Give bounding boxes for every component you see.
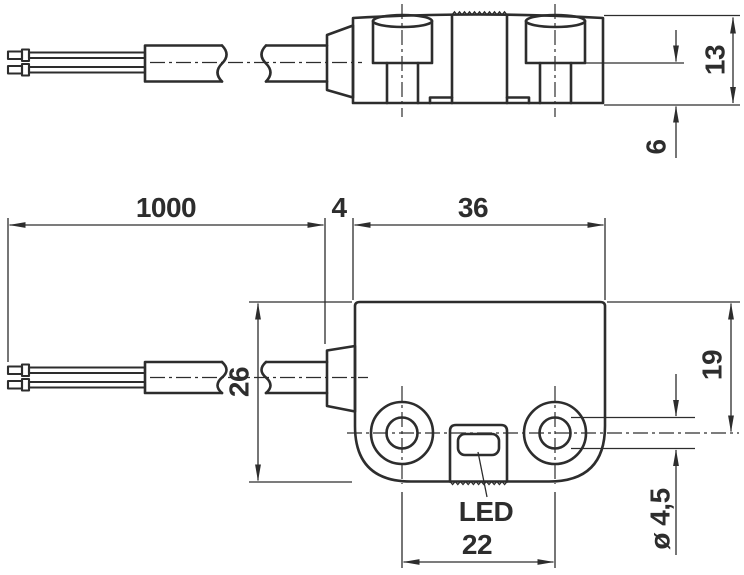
dim-step-height: 6 [586, 30, 684, 158]
front-cable [6, 344, 368, 413]
dim-cable-length: 1000 [7, 192, 326, 362]
knurl-bottom [449, 480, 508, 486]
wire-end-pin [6, 379, 24, 390]
wire [27, 51, 147, 60]
dim-label: 22 [462, 529, 492, 560]
dim-strain-relief: 4 [331, 192, 354, 300]
dim-hole-offset: 19 [607, 301, 740, 433]
dim-body-height: 26 [223, 301, 352, 483]
led-tab [448, 423, 509, 483]
cable-jacket [264, 360, 329, 395]
wire-end-pin [6, 64, 24, 75]
dim-body-thickness: 13 [604, 14, 740, 106]
led-window [456, 432, 501, 457]
dim-label: 1000 [136, 192, 196, 223]
strain-relief [325, 24, 355, 99]
screw-boss [524, 4, 587, 117]
dim-label: ø 4,5 [644, 488, 675, 549]
cable-jacket [264, 44, 329, 83]
through-hole [538, 61, 573, 105]
knurl-top [451, 10, 508, 16]
through-hole [385, 61, 420, 105]
wire [27, 380, 147, 389]
dim-label: 6 [640, 139, 671, 154]
dim-body-width: 36 [353, 192, 606, 300]
cable-jacket [143, 44, 224, 83]
dim-label: 19 [696, 350, 727, 380]
cable-break [260, 44, 272, 83]
dim-hole-spacing: 22 [401, 492, 556, 568]
bottom-feet [428, 96, 531, 105]
leader-line [477, 451, 488, 498]
side-body [351, 4, 605, 117]
cable-jacket [143, 360, 224, 395]
dim-label: 36 [458, 192, 488, 223]
wire-end-pin [6, 50, 24, 61]
wire-end-pin [6, 365, 24, 376]
strain-relief [325, 344, 357, 413]
side-view: 13 6 [6, 4, 740, 158]
dim-label: 26 [223, 367, 254, 397]
center-block [450, 14, 509, 105]
wire [27, 65, 147, 74]
screw-boss [371, 4, 434, 117]
front-body [347, 300, 739, 486]
led-label: LED [459, 496, 514, 527]
cable-break [216, 44, 228, 83]
dim-label: 4 [331, 192, 347, 223]
side-cable [6, 24, 362, 99]
body-outline [353, 300, 607, 483]
front-view: 1000 4 36 26 19 [6, 192, 740, 568]
dim-label: 13 [699, 45, 730, 75]
wire [27, 366, 147, 375]
dim-hole-diameter: ø 4,5 [571, 374, 695, 555]
led-callout: LED [459, 451, 514, 527]
